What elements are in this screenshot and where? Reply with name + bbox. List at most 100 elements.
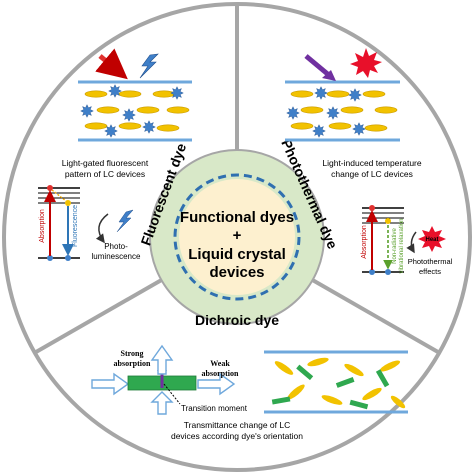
center-title-line4: devices: [209, 264, 264, 281]
fluor-excited-dot: [47, 185, 53, 191]
photo-effects-label-line1: Photothermal: [408, 257, 453, 266]
lc-ellipse: [118, 122, 142, 130]
lc-ellipse: [374, 106, 398, 114]
fluor-relax-arrow: [51, 189, 67, 202]
photo-dye-star: [352, 122, 366, 136]
fluor-lightning-icon: [139, 53, 159, 79]
center-core: [179, 179, 295, 295]
fluor-caption-line2: pattern of LC devices: [65, 169, 145, 179]
dichroic-strong-label-line1: Strong: [121, 349, 144, 358]
photo-purple-arrow: [304, 54, 332, 78]
label-dichroic-dye: Dichroic dye: [195, 312, 279, 328]
dichroic-transition-label: Transition moment: [181, 404, 248, 413]
lc-ellipse: [328, 122, 352, 130]
photo-nonrad-label-line1: Non-radiative: [392, 227, 398, 263]
dichroic-panel: Strong absorption Weak absorption Transi…: [91, 344, 408, 441]
lc-ellipse: [84, 122, 108, 130]
photo-nonrad-label-line2: vibrational relaxation: [399, 218, 405, 273]
photo-ground-dot: [369, 269, 375, 275]
center-title-line2: +: [233, 227, 242, 244]
photo-dye-star: [312, 124, 326, 138]
center-dashed-ring: [173, 173, 301, 301]
lc-ellipse: [84, 90, 108, 98]
lc-ellipse: [379, 360, 401, 372]
fluor-red-arrow: [95, 48, 128, 80]
lc-ellipse: [274, 361, 294, 375]
photo-curved-arrow: [406, 231, 417, 254]
photo-caption-line1: Light-induced temperature: [322, 158, 422, 168]
dichroic-dye-rod: [375, 369, 390, 388]
dichroic-dye-rod: [335, 377, 355, 388]
fluor-dye-star: [142, 120, 156, 134]
photo-heat-burst-icon: [350, 48, 382, 78]
photo-dye-star: [314, 86, 328, 100]
dichroic-bottom-arrow: [150, 391, 174, 415]
photo-absorption-label: Absorption: [361, 225, 368, 259]
lc-ellipse: [362, 90, 386, 98]
lc-ellipse: [364, 124, 388, 132]
fluor-ground-dot: [65, 255, 71, 261]
fluor-absorption-label: Absorption: [39, 209, 46, 243]
dichroic-strong-label-line2: absorption: [114, 359, 151, 368]
divider-left: [35, 276, 166, 354]
lc-ellipse: [307, 357, 329, 367]
fluor-photo-label-line2: luminescence: [92, 252, 141, 261]
photo-heat-label: Heat: [425, 237, 438, 243]
photo-excited-dot: [369, 205, 375, 211]
lc-ellipse: [326, 90, 350, 98]
lc-ellipse: [344, 363, 364, 377]
dichroic-caption-line1: Transmittance change of LC: [184, 420, 290, 430]
fluor-lightning-icon-small: [116, 209, 134, 233]
dichroic-dye-rod: [271, 396, 291, 405]
lc-ellipse: [156, 124, 180, 132]
lc-ellipse: [287, 384, 305, 400]
lc-ellipse: [118, 90, 142, 98]
photo-dye-star: [286, 106, 300, 120]
fluor-fluorescence-label: Fluorescence: [72, 205, 79, 247]
photo-dye-star: [326, 106, 340, 120]
photo-purple-arrowhead: [322, 70, 336, 81]
dichroic-weak-label-line1: Weak: [210, 359, 230, 368]
fluor-curved-arrow: [95, 213, 109, 244]
photo-caption-line2: change of LC devices: [331, 169, 413, 179]
photo-relaxed-dot: [385, 218, 391, 224]
lc-ellipse: [290, 122, 314, 130]
lc-ellipse: [136, 106, 160, 114]
photo-effects-label-line2: effects: [419, 267, 441, 276]
dichroic-outgoing-arrow: [197, 372, 236, 396]
fluor-dye-star: [104, 124, 118, 138]
lc-ellipse: [390, 395, 406, 409]
fluor-dye-star: [122, 108, 136, 122]
lc-ellipse: [290, 90, 314, 98]
photo-ground-dot: [385, 269, 391, 275]
fluor-dye-star: [108, 84, 122, 98]
fluor-relaxed-dot: [65, 200, 71, 206]
lc-ellipse: [340, 106, 364, 114]
photothermal-panel: Light-induced temperature change of LC d…: [285, 48, 453, 276]
fluorescent-panel: Light-gated fluorescent pattern of LC de…: [38, 48, 192, 261]
lc-ellipse: [96, 106, 120, 114]
lc-ellipse: [166, 106, 190, 114]
dichroic-dye-rod: [349, 399, 369, 410]
dichroic-upward-arrow: [150, 344, 174, 375]
dichroic-weak-label-line2: absorption: [202, 369, 239, 378]
fluor-caption-line1: Light-gated fluorescent: [62, 158, 149, 168]
lc-ellipse: [321, 395, 343, 405]
lc-ellipse: [152, 90, 176, 98]
center-title-line1: Functional dyes: [180, 209, 294, 226]
center-title-line3: Liquid crystal: [188, 246, 286, 263]
photo-heat-icon: [418, 226, 446, 252]
dichroic-caption-line2: devices according dye's orientation: [171, 431, 303, 441]
photo-dye-star: [348, 88, 362, 102]
fluor-ground-dot: [47, 255, 53, 261]
divider-right: [308, 276, 439, 354]
dichroic-incoming-arrow: [91, 372, 130, 396]
fluor-photo-label-line1: Photo-: [104, 242, 128, 251]
dichroic-dye-rod: [296, 364, 314, 381]
fluor-dye-star: [170, 86, 184, 100]
lc-ellipse: [300, 106, 324, 114]
fluor-dye-star: [80, 104, 94, 118]
lc-ellipse: [362, 387, 382, 401]
dichroic-transition-pointer: [163, 383, 181, 405]
